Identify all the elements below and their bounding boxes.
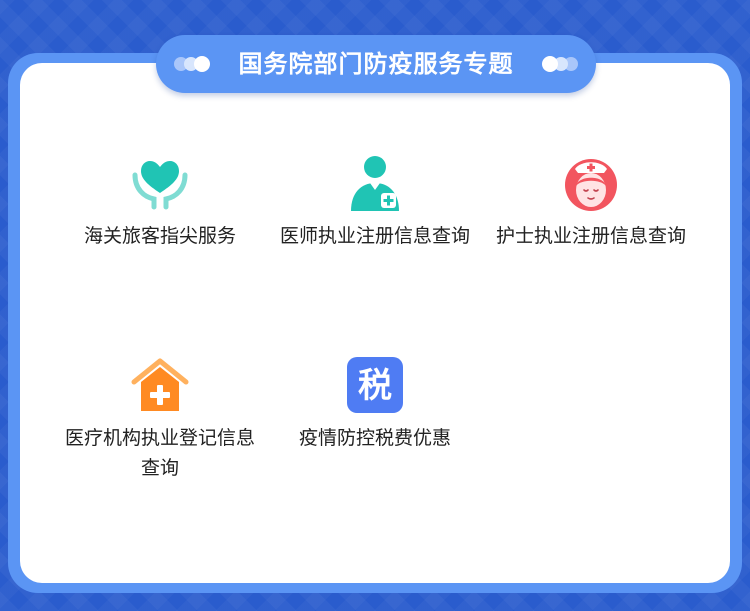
section-title: 国务院部门防疫服务专题 xyxy=(238,50,514,78)
nurse-icon xyxy=(565,159,617,211)
service-label: 疫情防控税费优惠 xyxy=(298,427,451,449)
service-label: 医疗机构执业登记信息查询 xyxy=(64,427,255,479)
services-card xyxy=(20,63,730,583)
section-header: 国务院部门防疫服务专题 xyxy=(156,35,596,93)
heart-hands-icon xyxy=(132,161,188,210)
medical-house-icon xyxy=(131,358,189,411)
service-doctor-registration[interactable]: 医师执业注册信息查询 xyxy=(267,153,483,251)
service-tax-relief[interactable]: 税 疫情防控税费优惠 xyxy=(267,355,483,453)
decorative-dots-left xyxy=(174,56,212,72)
service-label: 护士执业注册信息查询 xyxy=(495,225,686,247)
service-medical-institution[interactable]: 医疗机构执业登记信息查询 xyxy=(52,355,268,483)
service-label: 医师执业注册信息查询 xyxy=(279,225,470,247)
service-label: 海关旅客指尖服务 xyxy=(83,225,236,247)
decorative-dots-right xyxy=(540,56,578,72)
tax-icon-glyph: 税 xyxy=(358,366,392,406)
service-nurse-registration[interactable]: 护士执业注册信息查询 xyxy=(483,153,699,251)
doctor-icon xyxy=(351,156,399,211)
tax-icon: 税 xyxy=(347,357,403,413)
service-customs-traveler[interactable]: 海关旅客指尖服务 xyxy=(52,153,268,251)
